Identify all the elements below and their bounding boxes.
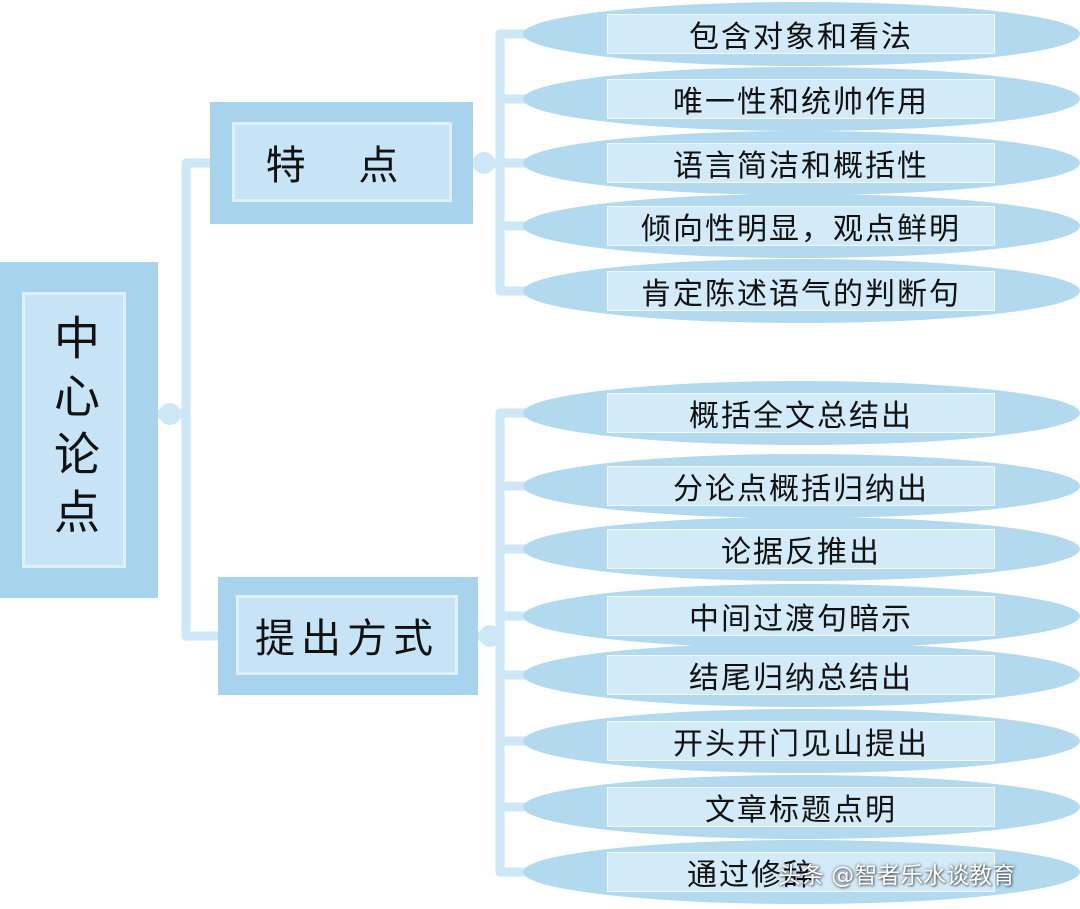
leaf-node: 倾向性明显，观点鲜明 (523, 194, 1080, 258)
watermark: 头条 @智者乐水谈教育 (778, 863, 1016, 889)
leaf-label: 通过修辞 (687, 858, 815, 893)
leaf-label: 中间过渡句暗示 (689, 602, 913, 637)
leaf-label: 唯一性和统帅作用 (673, 85, 929, 120)
branch-label-features: 特 点 (265, 143, 419, 189)
leaf-node: 包含对象和看法 (523, 2, 1080, 66)
branch-node-inner (232, 122, 452, 202)
leaf-label: 概括全文总结出 (689, 399, 913, 434)
leaf-node: 结尾归纳总结出 (523, 643, 1080, 707)
leaf-label: 开头开门见山提出 (673, 727, 929, 762)
leaf-node: 开头开门见山提出 (523, 709, 1080, 773)
leaf-node: 唯一性和统帅作用 (523, 67, 1080, 131)
leaf-label: 语言简洁和概括性 (673, 149, 929, 184)
root-node-inner (22, 292, 126, 568)
leaf-label: 结尾归纳总结出 (689, 661, 913, 696)
leaf-node: 论据反推出 (523, 517, 1080, 581)
leaf-label: 倾向性明显，观点鲜明 (641, 212, 961, 247)
branch-node-inner (236, 595, 458, 675)
leaf-node: 文章标题点明 (523, 775, 1080, 839)
leaf-label: 论据反推出 (721, 535, 881, 570)
leaf-label: 分论点概括归纳出 (673, 472, 929, 507)
branch-node-features: 特 点 (210, 102, 473, 224)
root-node: 中心论点 (0, 262, 158, 598)
leaf-label: 包含对象和看法 (689, 20, 913, 55)
branch-node-methods: 提出方式 (218, 577, 478, 695)
leaf-node: 分论点概括归纳出 (523, 454, 1080, 518)
leaf-node: 概括全文总结出 (523, 381, 1080, 445)
leaf-node: 通过修辞 (523, 840, 1080, 904)
branch-label-methods: 提出方式 (255, 616, 439, 662)
leaf-node: 中间过渡句暗示 (523, 584, 1080, 648)
leaf-node: 语言简洁和概括性 (523, 131, 1080, 195)
leaf-node: 肯定陈述语气的判断句 (523, 259, 1080, 323)
root-label: 中心论点 (47, 314, 101, 546)
leaf-label: 文章标题点明 (705, 793, 897, 828)
leaf-label: 肯定陈述语气的判断句 (641, 277, 961, 312)
